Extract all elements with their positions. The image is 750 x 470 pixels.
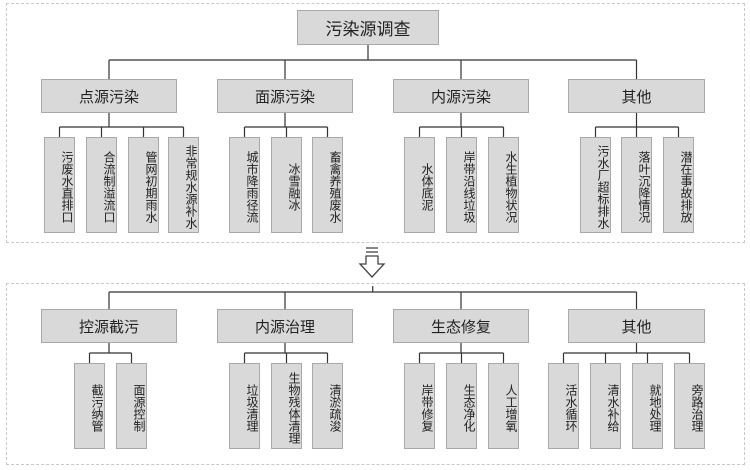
- category-node: 生态修复: [393, 309, 529, 343]
- survey-panel: [6, 3, 745, 243]
- leaf-node: 面源控制: [116, 363, 147, 449]
- leaf-node: 截污纳管: [74, 363, 105, 449]
- category-node: 内源治理: [217, 309, 353, 343]
- leaf-node: 岸带修复: [404, 363, 435, 449]
- leaf-node: 生物残体清理: [271, 363, 302, 449]
- down-arrow-icon: [358, 247, 386, 278]
- leaf-node: 就地处理: [632, 363, 663, 449]
- root-node: 污染源调查: [297, 10, 439, 45]
- leaf-node: 清淤疏浚: [312, 363, 343, 449]
- leaf-node: 污水厂超标排水: [580, 137, 611, 233]
- leaf-node: 岸带沿线垃圾: [446, 137, 477, 233]
- category-node: 其他: [568, 79, 705, 113]
- leaf-node: 活水循环: [548, 363, 579, 449]
- leaf-node: 落叶沉降情况: [621, 137, 652, 233]
- category-node: 其他: [568, 309, 705, 343]
- leaf-node: 合流制溢流口: [86, 137, 117, 233]
- leaf-node: 潜在事故排放: [663, 137, 694, 233]
- category-node: 面源污染: [217, 79, 353, 113]
- category-node: 控源截污: [41, 309, 177, 343]
- leaf-node: 管网初期雨水: [128, 137, 159, 233]
- leaf-node: 人工增氧: [488, 363, 519, 449]
- category-node: 点源污染: [41, 79, 177, 113]
- leaf-node: 旁路治理: [674, 363, 705, 449]
- category-node: 内源污染: [393, 79, 529, 113]
- leaf-node: 城市降雨径流: [229, 137, 260, 233]
- leaf-node: 畜禽养殖废水: [312, 137, 343, 233]
- leaf-node: 清水补给: [590, 363, 621, 449]
- leaf-node: 水体底泥: [404, 137, 435, 233]
- leaf-node: 生态净化: [446, 363, 477, 449]
- leaf-node: 污废水直排口: [44, 137, 75, 233]
- leaf-node: 水生植物状况: [488, 137, 519, 233]
- leaf-node: 非常规水源补水: [168, 137, 199, 233]
- leaf-node: 垃圾清理: [229, 363, 260, 449]
- leaf-node: 冰雪融冰: [271, 137, 302, 233]
- treatment-panel: [6, 283, 745, 465]
